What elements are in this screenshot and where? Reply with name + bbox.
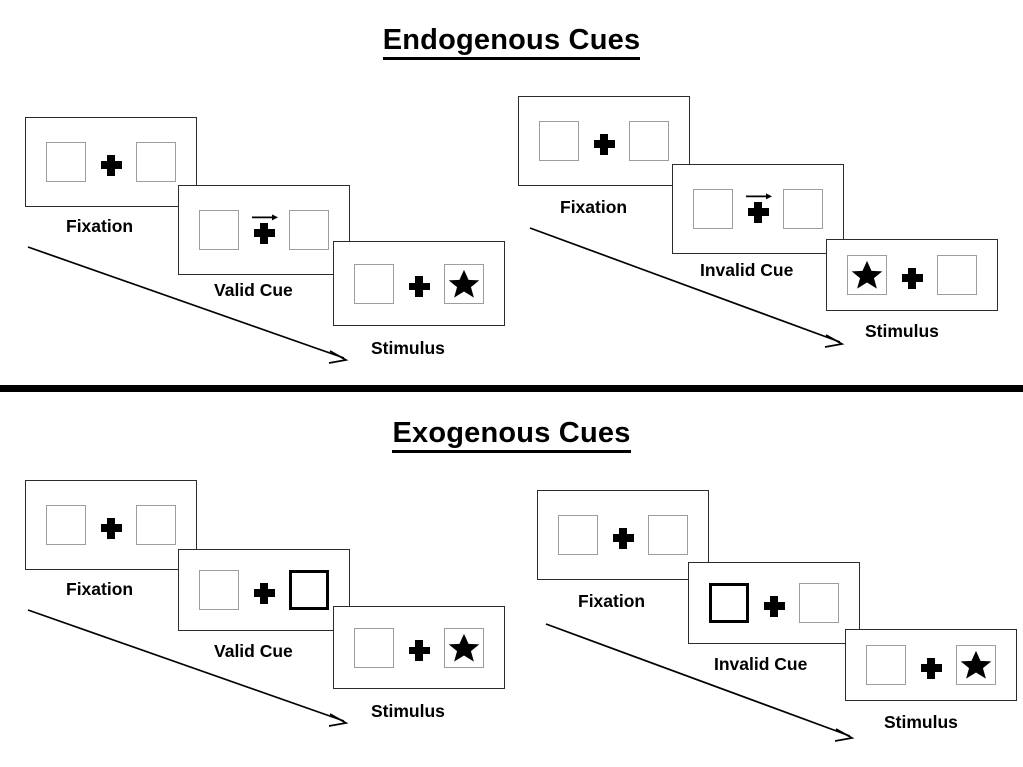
caption-exogenous-valid-cue: Valid Cue — [214, 641, 293, 661]
fixation-cross-icon — [253, 576, 275, 604]
stimulus-box-left — [866, 645, 906, 685]
star-icon — [448, 269, 480, 298]
fixation-cross-icon — [763, 589, 785, 617]
fixation-cross-icon — [920, 651, 942, 679]
frame-endogenous-invalid-cue — [672, 164, 844, 254]
fixation-cross-icon — [252, 214, 278, 244]
frame-content — [334, 607, 504, 688]
frame-endogenous-valid-stimulus — [333, 241, 505, 326]
stimulus-box-left — [199, 210, 239, 250]
star-icon — [851, 260, 883, 289]
frame-content — [689, 563, 859, 643]
frame-exogenous-invalid-stimulus — [845, 629, 1017, 701]
arrow-right-cue-icon — [252, 214, 278, 221]
frame-exogenous-valid-cue — [178, 549, 350, 631]
caption-exogenous-valid-stimulus: Stimulus — [371, 701, 445, 721]
stimulus-box-right-cued — [289, 570, 329, 610]
frame-content — [519, 97, 689, 185]
stimulus-box-left — [354, 627, 394, 668]
frame-content — [827, 240, 997, 310]
stimulus-box-left-cued — [709, 583, 749, 623]
frame-content — [538, 491, 708, 579]
time-arrow-exogenous-invalid — [545, 623, 855, 742]
time-arrow-endogenous-valid — [27, 246, 349, 364]
fixation-cross-icon — [100, 511, 122, 539]
caption-exogenous-invalid-stimulus: Stimulus — [884, 712, 958, 732]
fixation-cross-icon — [408, 270, 430, 298]
caption-endogenous-valid-cue: Valid Cue — [214, 280, 293, 300]
endogenous-title-text: Endogenous Cues — [382, 24, 641, 60]
frame-endogenous-valid-cue — [178, 185, 350, 275]
caption-exogenous-invalid-cue: Invalid Cue — [714, 654, 808, 674]
frame-content — [179, 186, 349, 274]
stimulus-box-right — [289, 210, 329, 250]
caption-endogenous-valid-fixation: Fixation — [66, 216, 134, 236]
frame-content — [334, 242, 504, 325]
stimulus-box-right — [956, 645, 996, 685]
stimulus-box-right — [783, 189, 823, 229]
caption-endogenous-invalid-fixation: Fixation — [560, 197, 628, 217]
stimulus-box-right — [444, 263, 484, 304]
caption-exogenous-invalid-fixation: Fixation — [578, 591, 646, 611]
frame-content — [26, 481, 196, 569]
frame-endogenous-invalid-stimulus — [826, 239, 998, 311]
stimulus-box-left — [539, 121, 579, 161]
frame-content — [673, 165, 843, 253]
section-divider — [0, 385, 1023, 392]
stimulus-box-left — [558, 515, 598, 555]
stimulus-box-right — [136, 142, 176, 182]
stimulus-box-right — [136, 505, 176, 545]
caption-exogenous-valid-fixation: Fixation — [66, 579, 134, 599]
fixation-cross-icon — [612, 521, 634, 549]
frame-exogenous-valid-fixation — [25, 480, 197, 570]
caption-endogenous-valid-stimulus: Stimulus — [371, 338, 445, 358]
page-title-endogenous: Endogenous Cues — [0, 24, 1023, 60]
stimulus-box-right — [444, 627, 484, 668]
frame-exogenous-invalid-cue — [688, 562, 860, 644]
caption-endogenous-invalid-cue: Invalid Cue — [700, 260, 794, 280]
stimulus-box-right — [799, 583, 839, 623]
exogenous-title-text: Exogenous Cues — [392, 417, 631, 453]
frame-endogenous-invalid-fixation — [518, 96, 690, 186]
page-title-exogenous: Exogenous Cues — [0, 417, 1023, 453]
frame-endogenous-valid-fixation — [25, 117, 197, 207]
time-arrow-exogenous-valid — [27, 609, 349, 727]
arrow-right-cue-icon — [746, 193, 772, 200]
frame-exogenous-invalid-fixation — [537, 490, 709, 580]
stimulus-box-right — [629, 121, 669, 161]
fixation-cross-icon — [408, 634, 430, 662]
fixation-cross-icon — [593, 127, 615, 155]
stimulus-box-right — [937, 255, 977, 295]
fixation-cross-icon — [901, 261, 923, 289]
time-arrow-endogenous-invalid — [529, 227, 845, 348]
stimulus-box-left — [199, 570, 239, 610]
stimulus-box-left — [847, 255, 887, 295]
frame-content — [846, 630, 1016, 700]
frame-content — [179, 550, 349, 630]
star-icon — [448, 633, 480, 662]
fixation-cross-icon — [746, 193, 772, 223]
caption-endogenous-invalid-stimulus: Stimulus — [865, 321, 939, 341]
frame-exogenous-valid-stimulus — [333, 606, 505, 689]
stimulus-box-right — [648, 515, 688, 555]
stimulus-box-left — [354, 263, 394, 304]
star-icon — [960, 650, 992, 679]
frame-content — [26, 118, 196, 206]
stimulus-box-left — [693, 189, 733, 229]
stimulus-box-left — [46, 505, 86, 545]
stimulus-box-left — [46, 142, 86, 182]
fixation-cross-icon — [100, 148, 122, 176]
